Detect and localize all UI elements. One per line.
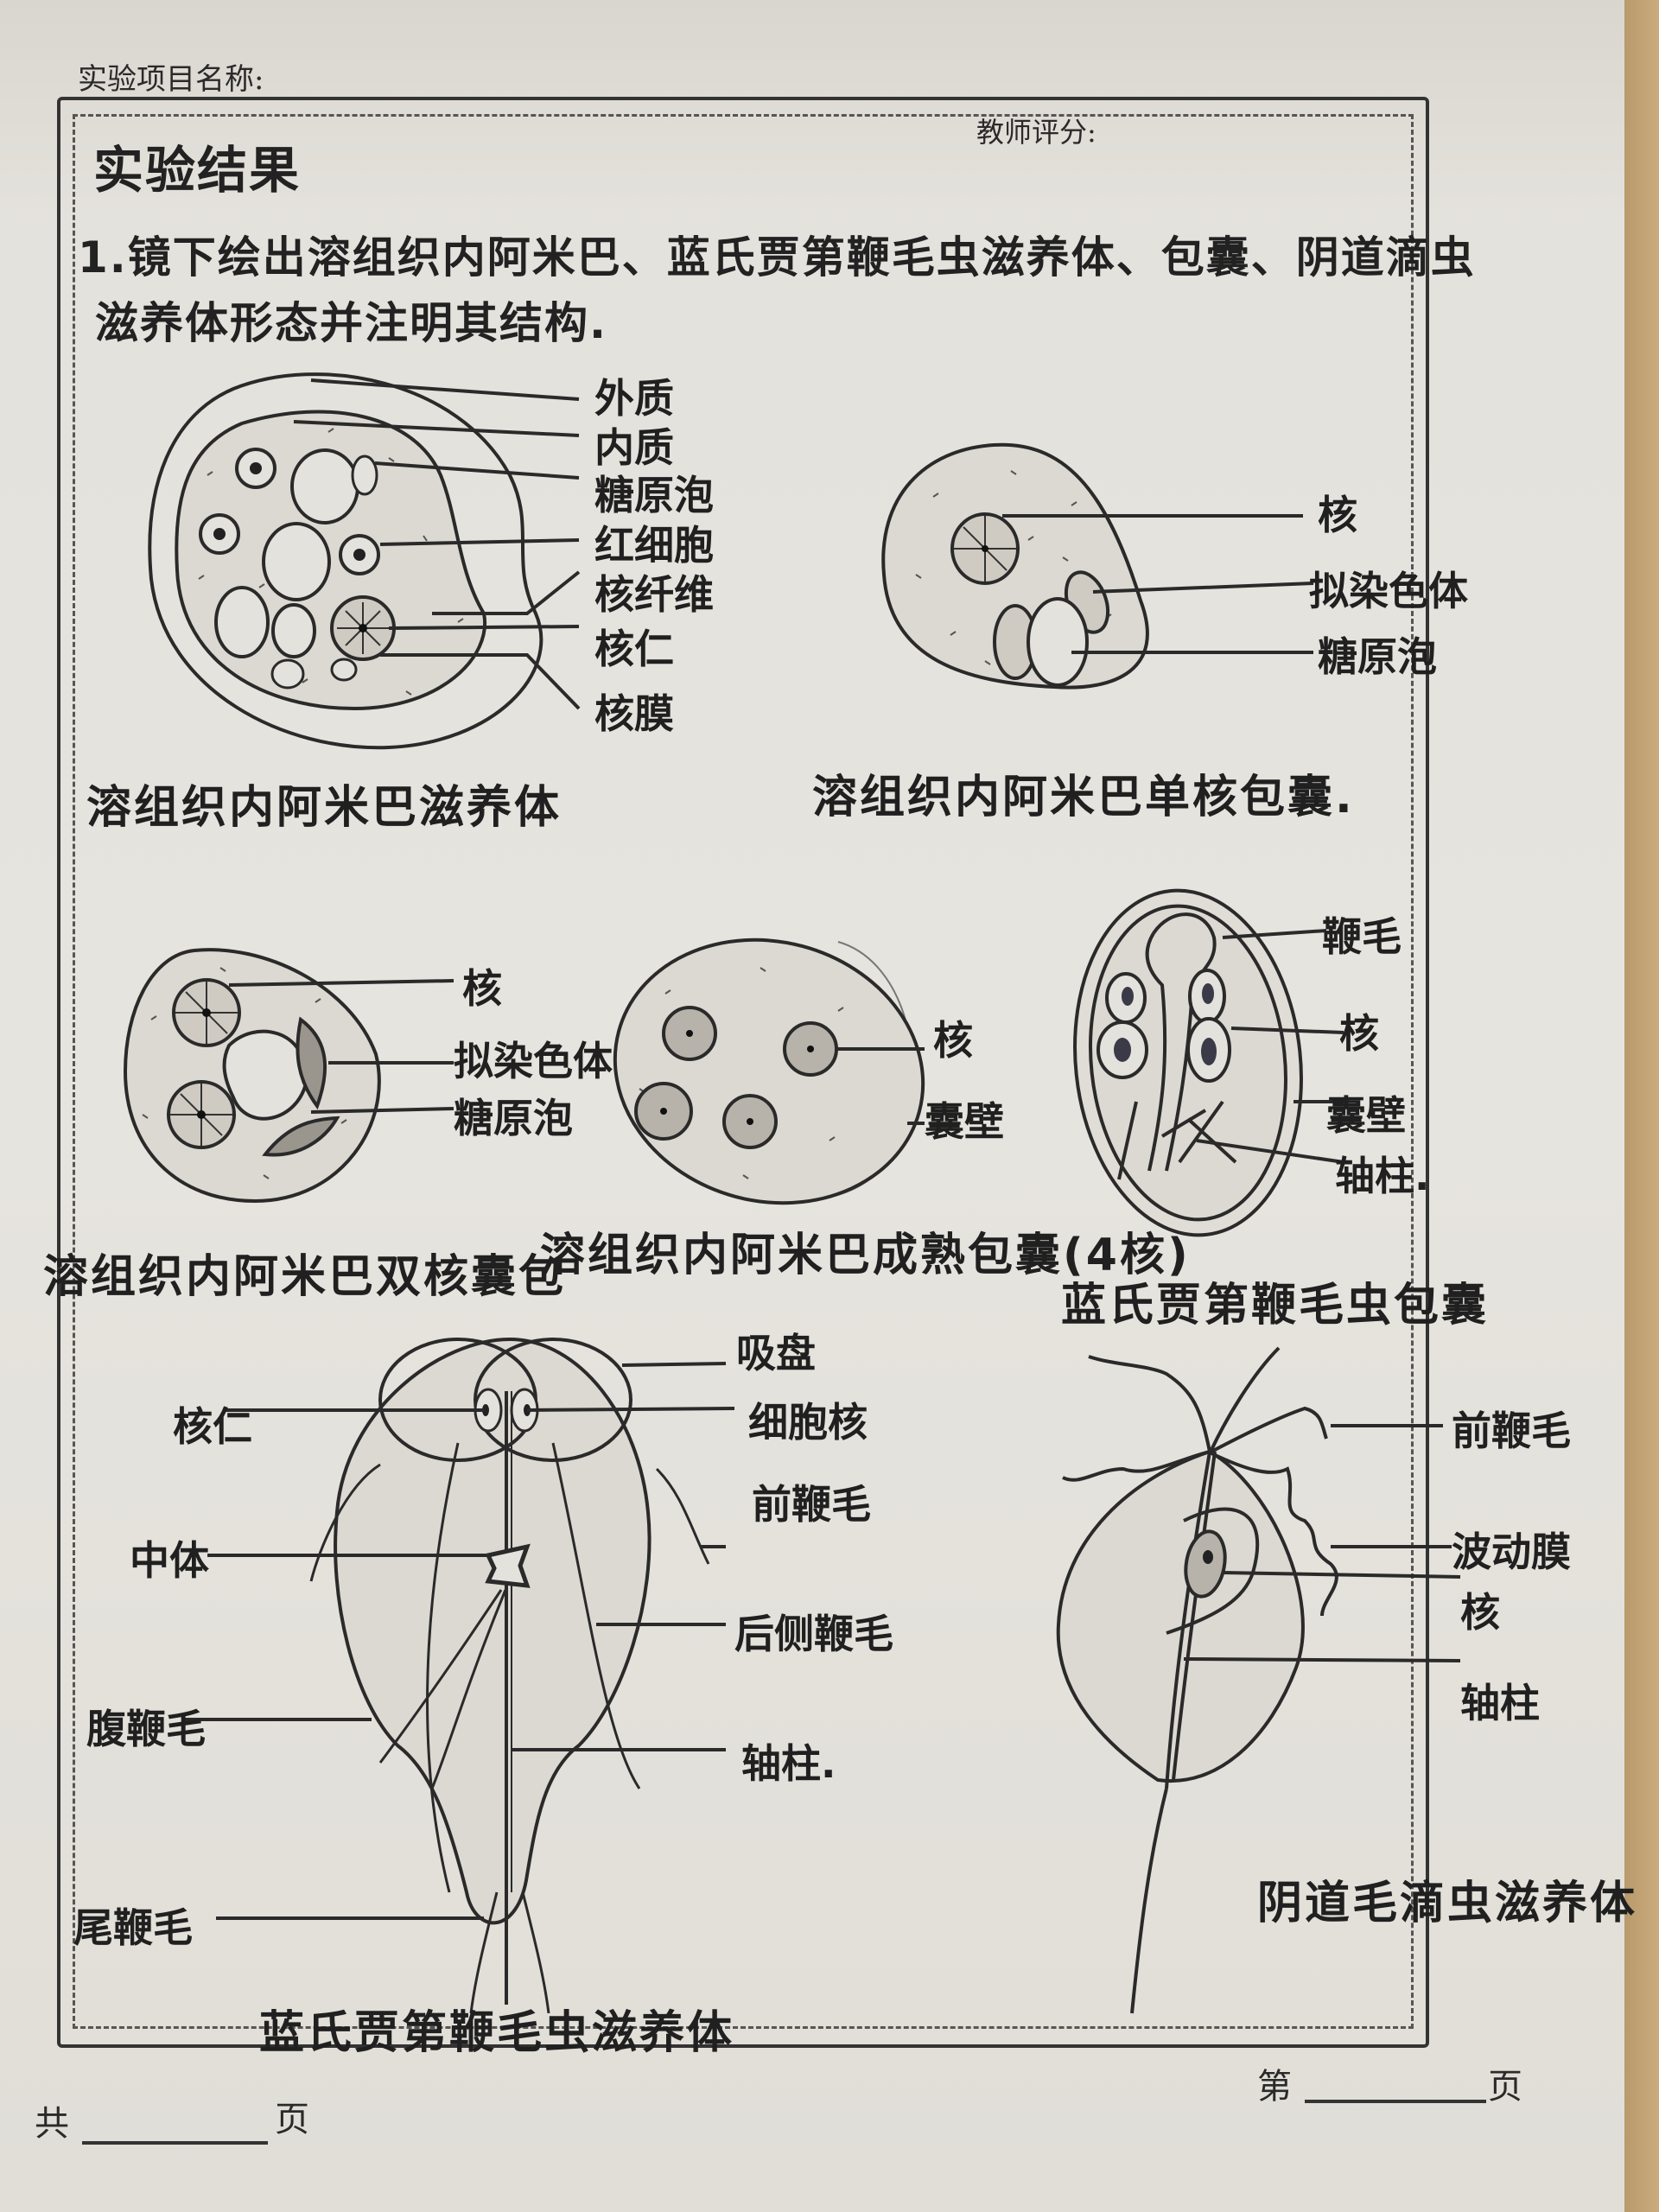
label-nucleus: 核 (1339, 1010, 1379, 1057)
label-median-body: 中体 (130, 1537, 209, 1584)
giardia-trophozoite-drawing (181, 1337, 735, 2014)
caption-trichomonas-trophozoite: 阴道毛滴虫滋养体 (1257, 1878, 1638, 1929)
label-cyst-wall: 囊壁 (1326, 1092, 1406, 1139)
eh-trophozoite-drawing (148, 372, 581, 750)
label-nuclear-fiber: 核纤维 (594, 571, 714, 618)
eh-mature-cyst-drawing (613, 938, 925, 1205)
page-number-suffix: 页 (1488, 2067, 1522, 2107)
caption-giardia-trophozoite: 蓝氏贾第鞭毛虫滋养体 (259, 2007, 735, 2059)
report-frame (57, 97, 1429, 2048)
label-cell-nucleus: 细胞核 (748, 1399, 868, 1446)
page-number-blank[interactable] (1305, 2100, 1486, 2103)
eh-binucleate-cyst-drawing (123, 948, 454, 1204)
label-nucleus: 核 (1318, 492, 1357, 538)
label-anterior-flagellum: 前鞭毛 (1452, 1408, 1571, 1454)
project-name-label: 实验项目名称: (78, 62, 264, 97)
label-axostyle: 轴柱. (1335, 1153, 1430, 1199)
desk-edge (1624, 0, 1659, 2212)
label-nucleus: 核 (462, 965, 502, 1012)
label-endoplasm: 内质 (594, 424, 674, 471)
label-ectoplasm: 外质 (594, 375, 674, 422)
label-red-blood-cell: 红细胞 (594, 522, 714, 569)
label-chromatoid-body: 拟染色体 (1309, 568, 1468, 614)
instruction-line-2: 滋养体形态并注明其结构. (95, 298, 607, 348)
label-glycogen-vacuole: 糖原泡 (594, 472, 714, 518)
label-nucleolus: 核仁 (594, 626, 674, 672)
label-glycogen-vacuole: 糖原泡 (1318, 633, 1437, 680)
caption-eh-trophozoite: 溶组织内阿米巴滋养体 (86, 782, 563, 834)
total-pages-blank[interactable] (82, 2141, 268, 2145)
label-undulating-membrane: 波动膜 (1452, 1529, 1571, 1575)
label-nucleus: 核 (933, 1017, 973, 1064)
caption-eh-binucleate-cyst: 溶组织内阿米巴双核囊包 (43, 1251, 567, 1303)
label-chromatoid-body: 拟染色体 (454, 1038, 613, 1084)
teacher-score-label: 教师评分: (976, 116, 1096, 149)
label-axostyle: 轴柱. (741, 1740, 836, 1787)
total-pages-suffix: 页 (275, 2100, 309, 2139)
section-title: 实验结果 (93, 141, 302, 200)
label-nucleolus: 核仁 (173, 1403, 252, 1450)
giardia-cyst-drawing (1073, 888, 1344, 1237)
label-ventral-flagellum: 腹鞭毛 (86, 1706, 206, 1752)
report-frame-dashed (73, 114, 1414, 2029)
eh-uninucleate-cyst-drawing (881, 442, 1314, 690)
label-posterolateral-flagellum: 后侧鞭毛 (734, 1611, 893, 1657)
total-pages-prefix: 共 (35, 2104, 69, 2144)
trichomonas-trophozoite-drawing (1056, 1346, 1461, 2014)
label-anterior-flagellum: 前鞭毛 (752, 1481, 871, 1528)
caption-eh-uninucleate-cyst: 溶组织内阿米巴单核包囊. (812, 772, 1355, 823)
label-axostyle: 轴柱 (1460, 1680, 1540, 1726)
caption-eh-mature-cyst: 溶组织内阿米巴成熟包囊(4核) (540, 1230, 1191, 1281)
label-cyst-wall: 囊壁 (925, 1098, 1004, 1145)
page-number-prefix: 第 (1257, 2067, 1292, 2107)
label-caudal-flagellum: 尾鞭毛 (73, 1904, 193, 1951)
label-nuclear-membrane: 核膜 (594, 690, 674, 737)
label-glycogen-vacuole: 糖原泡 (454, 1095, 573, 1141)
label-nucleus: 核 (1460, 1589, 1500, 1636)
instruction-line-1: 1.镜下绘出溶组织内阿米巴、蓝氏贾第鞭毛虫滋养体、包囊、阴道滴虫 (78, 232, 1476, 283)
label-sucking-disc: 吸盘 (736, 1330, 816, 1376)
label-flagellum: 鞭毛 (1322, 913, 1402, 960)
caption-giardia-cyst: 蓝氏贾第鞭毛虫包囊 (1061, 1280, 1490, 1332)
